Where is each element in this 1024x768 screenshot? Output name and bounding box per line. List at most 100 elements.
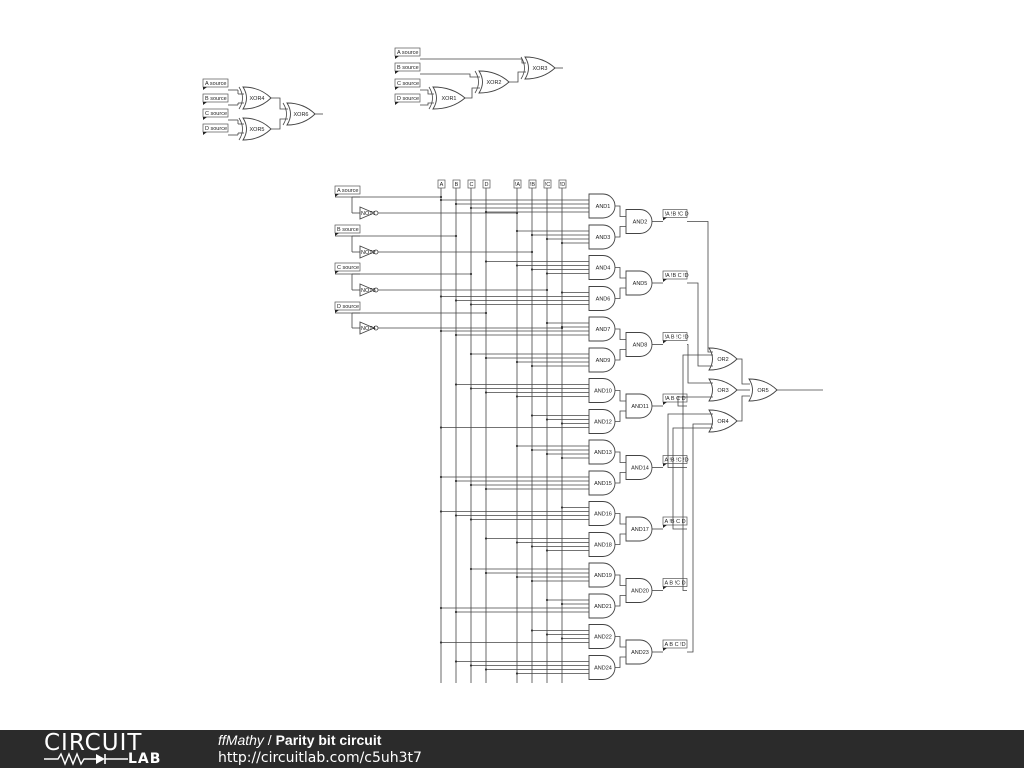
circuitlab-logo[interactable]: CIRCUIT LAB bbox=[44, 732, 174, 766]
and-gate-and19[interactable]: AND19 bbox=[588, 562, 616, 588]
xor1-gate[interactable]: XOR1 bbox=[428, 86, 466, 110]
gate-label: XOR6 bbox=[294, 112, 309, 118]
bus-label-text: !C bbox=[545, 182, 551, 188]
and-gate-and1[interactable]: AND1 bbox=[588, 193, 616, 219]
and-gate-and6[interactable]: AND6 bbox=[588, 286, 616, 311]
and-gate-and20[interactable]: AND20 bbox=[625, 578, 653, 603]
not-gate-2[interactable]: NOT2 bbox=[359, 245, 379, 259]
junction-dot bbox=[560, 506, 564, 509]
and-gate-and13[interactable]: AND13 bbox=[588, 439, 616, 465]
gate-label: AND13 bbox=[594, 450, 612, 456]
not-gate-4[interactable]: NOT4 bbox=[359, 321, 379, 335]
not-gate-3[interactable]: NOT3 bbox=[359, 283, 379, 297]
xor4-gate[interactable]: XOR4 bbox=[238, 86, 272, 110]
sop-source-1[interactable]: B source bbox=[334, 224, 361, 236]
xor-a-source-1[interactable]: B source bbox=[202, 93, 229, 105]
xor6-gate[interactable]: XOR6 bbox=[282, 102, 316, 126]
junction-dot bbox=[545, 288, 549, 292]
term-label-2[interactable]: !A B !C !D bbox=[662, 332, 689, 344]
footer-bar: CIRCUIT LAB ffMathy / Parity bit circuit… bbox=[0, 730, 1024, 768]
and-gate-and21[interactable]: AND21 bbox=[588, 593, 616, 619]
term-label-3[interactable]: !A B C D bbox=[662, 393, 688, 405]
and-gate-and3[interactable]: AND3 bbox=[588, 224, 616, 250]
and-gate-and17[interactable]: AND17 bbox=[625, 516, 653, 542]
term-label-5[interactable]: A !B C D bbox=[662, 516, 688, 528]
and-gate-and4[interactable]: AND4 bbox=[588, 255, 616, 280]
or2-gate[interactable]: OR2 bbox=[708, 347, 738, 371]
output-label-text: !A B C D bbox=[665, 396, 686, 402]
bus-label-7[interactable]: !D bbox=[558, 179, 567, 189]
gate-label: AND21 bbox=[594, 604, 612, 610]
junction-dot bbox=[454, 610, 458, 614]
junction-dot bbox=[454, 660, 458, 663]
and-gate-and11[interactable]: AND11 bbox=[625, 393, 653, 419]
junction-dot bbox=[454, 479, 458, 483]
junction-dot bbox=[469, 206, 473, 210]
or4-gate[interactable]: OR4 bbox=[708, 409, 738, 433]
and-gate-and15[interactable]: AND15 bbox=[588, 470, 616, 496]
sop-source-0[interactable]: A source bbox=[334, 185, 361, 197]
and-gate-and23[interactable]: AND23 bbox=[625, 639, 653, 665]
bus-label-3[interactable]: D bbox=[482, 179, 491, 189]
and-gate-and2[interactable]: AND2 bbox=[625, 209, 653, 234]
xor-gate-body bbox=[524, 56, 556, 80]
and-gate-and24[interactable]: AND24 bbox=[588, 655, 616, 680]
bus-label-2[interactable]: C bbox=[467, 179, 476, 189]
and-gate-and5[interactable]: AND5 bbox=[625, 270, 653, 296]
and-gate-and12[interactable]: AND12 bbox=[588, 409, 616, 434]
xor3-gate[interactable]: XOR3 bbox=[520, 56, 556, 80]
and-gate-and10[interactable]: AND10 bbox=[588, 378, 616, 403]
gate-label: AND2 bbox=[633, 220, 648, 226]
bus-label-0[interactable]: A bbox=[437, 179, 446, 189]
bus-label-5[interactable]: !B bbox=[528, 179, 537, 189]
term-label-6[interactable]: A B !C D bbox=[662, 578, 688, 590]
sop-source-2[interactable]: C source bbox=[334, 262, 361, 274]
bus-label-text: D bbox=[485, 182, 489, 188]
output-label-box bbox=[662, 270, 688, 280]
bus-label-4[interactable]: !A bbox=[513, 179, 522, 189]
bus-label-1[interactable]: B bbox=[452, 179, 461, 189]
and-gate-and18[interactable]: AND18 bbox=[588, 532, 616, 557]
author-link[interactable]: ffMathy bbox=[218, 732, 264, 748]
output-marker bbox=[663, 648, 667, 651]
and-gate-body bbox=[625, 455, 653, 480]
xor5-gate[interactable]: XOR5 bbox=[238, 117, 272, 141]
and-gate-and7[interactable]: AND7 bbox=[588, 316, 616, 342]
not-gate-1[interactable]: NOT1 bbox=[359, 206, 379, 220]
term-label-4[interactable]: A !B !C !D bbox=[662, 455, 689, 467]
circuit-name: Parity bit circuit bbox=[275, 732, 382, 748]
xor-a-source-0[interactable]: A source bbox=[202, 78, 229, 90]
bus-label-6[interactable]: !C bbox=[543, 179, 552, 189]
gate-label: AND4 bbox=[596, 266, 611, 272]
gate-label: AND9 bbox=[596, 358, 611, 364]
or3-gate[interactable]: OR3 bbox=[708, 378, 738, 402]
xor-a-source-3[interactable]: D source bbox=[202, 123, 229, 135]
and-gate-and16[interactable]: AND16 bbox=[588, 501, 616, 526]
xor-b-source-3[interactable]: D source bbox=[394, 93, 421, 105]
junction-dot bbox=[560, 241, 564, 245]
and-gate-and8[interactable]: AND8 bbox=[625, 332, 653, 357]
circuit-url[interactable]: http://circuitlab.com/c5uh3t7 bbox=[218, 750, 422, 766]
xor-b-source-2[interactable]: C source bbox=[394, 78, 421, 90]
not-gate-body bbox=[359, 245, 376, 259]
term-label-7[interactable]: A B C !D bbox=[662, 639, 688, 651]
wire bbox=[687, 221, 713, 353]
xor-b-source-0[interactable]: A source bbox=[394, 47, 421, 59]
xor-b-source-1[interactable]: B source bbox=[394, 62, 421, 74]
term-label-0[interactable]: !A !B !C D bbox=[662, 209, 689, 221]
sop-source-3[interactable]: D source bbox=[334, 301, 361, 313]
resistor-diode-icon bbox=[44, 752, 128, 766]
xor2-gate[interactable]: XOR2 bbox=[474, 70, 510, 94]
or5-gate[interactable]: OR5 bbox=[748, 378, 778, 402]
and-gate-and14[interactable]: AND14 bbox=[625, 455, 653, 480]
xor-a-source-2[interactable]: C source bbox=[202, 108, 229, 120]
term-label-1[interactable]: !A !B C !D bbox=[662, 270, 689, 282]
junction-dot bbox=[484, 571, 488, 575]
and-gate-and22[interactable]: AND22 bbox=[588, 624, 616, 649]
wire bbox=[615, 226, 626, 238]
and-gate-and9[interactable]: AND9 bbox=[588, 347, 616, 373]
wire bbox=[615, 595, 626, 607]
junction-dot bbox=[439, 295, 443, 298]
and-gate-body bbox=[588, 347, 616, 373]
